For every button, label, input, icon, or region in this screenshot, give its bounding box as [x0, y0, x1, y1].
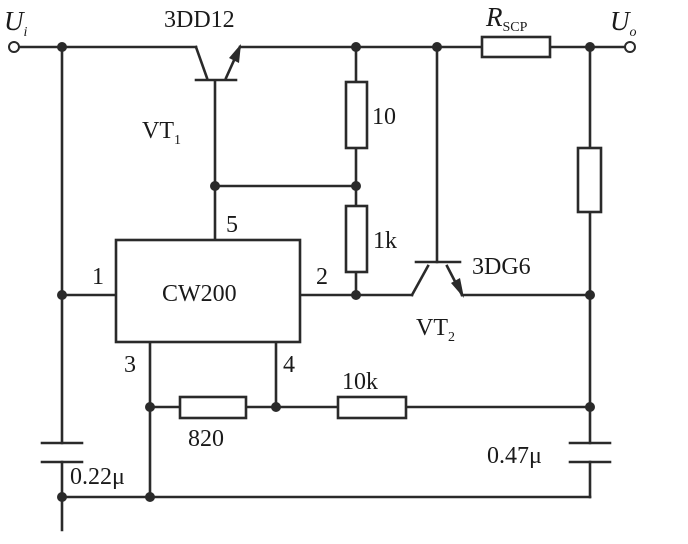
vt2-base-lead: [410, 264, 430, 297]
resistor-feedback: [576, 146, 603, 214]
ic-pin-3: 3: [124, 352, 136, 378]
vt1-collector-lead: [194, 45, 209, 80]
ic-pin-5: 5: [226, 212, 238, 238]
resistor-820-label: 820: [188, 426, 224, 452]
resistor-10: [344, 80, 369, 150]
resistor-820: [178, 395, 248, 420]
ic-pin-1: 1: [92, 264, 104, 290]
ic-pin-2: 2: [316, 264, 328, 290]
resistor-10k: [336, 395, 408, 420]
capacitor-out: [568, 441, 612, 464]
resistor-1k-label: 1k: [373, 228, 397, 254]
resistor-10k-label: 10k: [342, 369, 378, 395]
vt2-part-label: 3DG6: [472, 254, 531, 280]
resistor-rscp-label: RSCP: [485, 2, 528, 35]
vt2-emitter-arrow: [451, 278, 464, 298]
vt2-name-label: VT2: [416, 315, 455, 345]
output-terminal: [624, 41, 636, 53]
resistor-10-label: 10: [372, 104, 396, 130]
transistor-vt1: [194, 44, 242, 82]
transistor-vt2: [410, 260, 464, 298]
capacitor-in-label: 0.22μ: [70, 464, 125, 490]
input-terminal-label: Ui: [4, 6, 28, 40]
ic-label: CW200: [162, 281, 237, 307]
capacitor-in: [40, 441, 84, 464]
resistor-rscp: [480, 35, 552, 59]
ic-pin-4: 4: [283, 352, 295, 378]
junction-dots: [57, 42, 595, 502]
output-terminal-label: Uo: [610, 6, 637, 40]
vt1-part-label: 3DD12: [164, 7, 235, 33]
ic-cw200: [114, 238, 302, 344]
vt1-name-label: VT1: [142, 118, 181, 148]
ic-body: [114, 238, 302, 344]
input-terminal: [8, 41, 20, 53]
vt1-emitter-arrow: [229, 44, 241, 63]
resistor-1k: [344, 204, 369, 274]
capacitor-out-label: 0.47μ: [487, 443, 542, 469]
